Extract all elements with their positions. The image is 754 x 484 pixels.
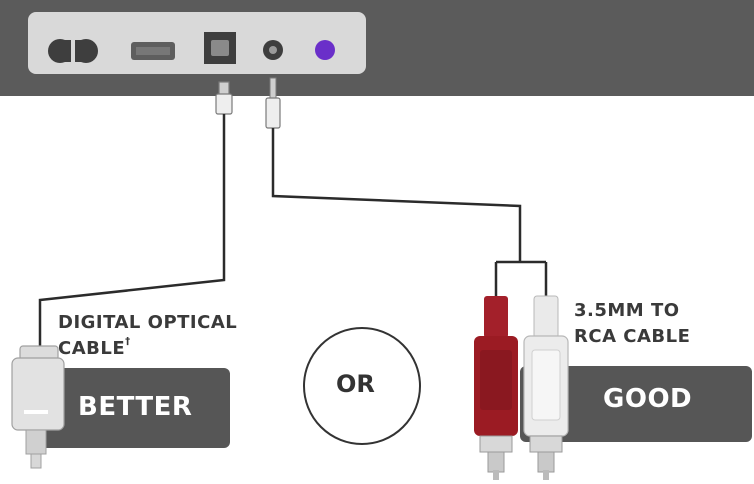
rca-red-plug-icon xyxy=(474,296,518,480)
rca-cable-label-line1: 3.5MM TO xyxy=(574,300,680,321)
or-circle xyxy=(303,327,421,445)
or-label: OR xyxy=(336,370,375,398)
port-panel xyxy=(28,12,366,74)
optical-cable-label-line1: DIGITAL OPTICAL xyxy=(58,312,238,333)
optical-footnote-mark: † xyxy=(125,336,131,347)
better-label: BETTER xyxy=(78,392,193,422)
good-badge xyxy=(520,366,752,442)
rca-cable-label-line2: RCA CABLE xyxy=(574,326,691,347)
purple-port-icon xyxy=(315,40,335,60)
optical-connector-icon xyxy=(11,345,65,469)
rca-white-plug-icon xyxy=(523,295,569,480)
good-label: GOOD xyxy=(603,384,693,414)
optical-port-icon xyxy=(204,32,236,64)
aux-port-icon xyxy=(263,40,283,60)
rca-split-wire xyxy=(494,260,548,296)
optical-cable-label-text: CABLE xyxy=(58,338,126,359)
rca-cable-wire xyxy=(271,128,522,262)
optical-cable-label-line2: CABLE† xyxy=(58,336,131,359)
optical-cable-wire xyxy=(38,114,226,350)
better-badge xyxy=(40,368,230,448)
usb-port-icon xyxy=(131,42,175,60)
power-port-icon xyxy=(48,39,98,63)
aux-plug-icon xyxy=(265,77,281,129)
